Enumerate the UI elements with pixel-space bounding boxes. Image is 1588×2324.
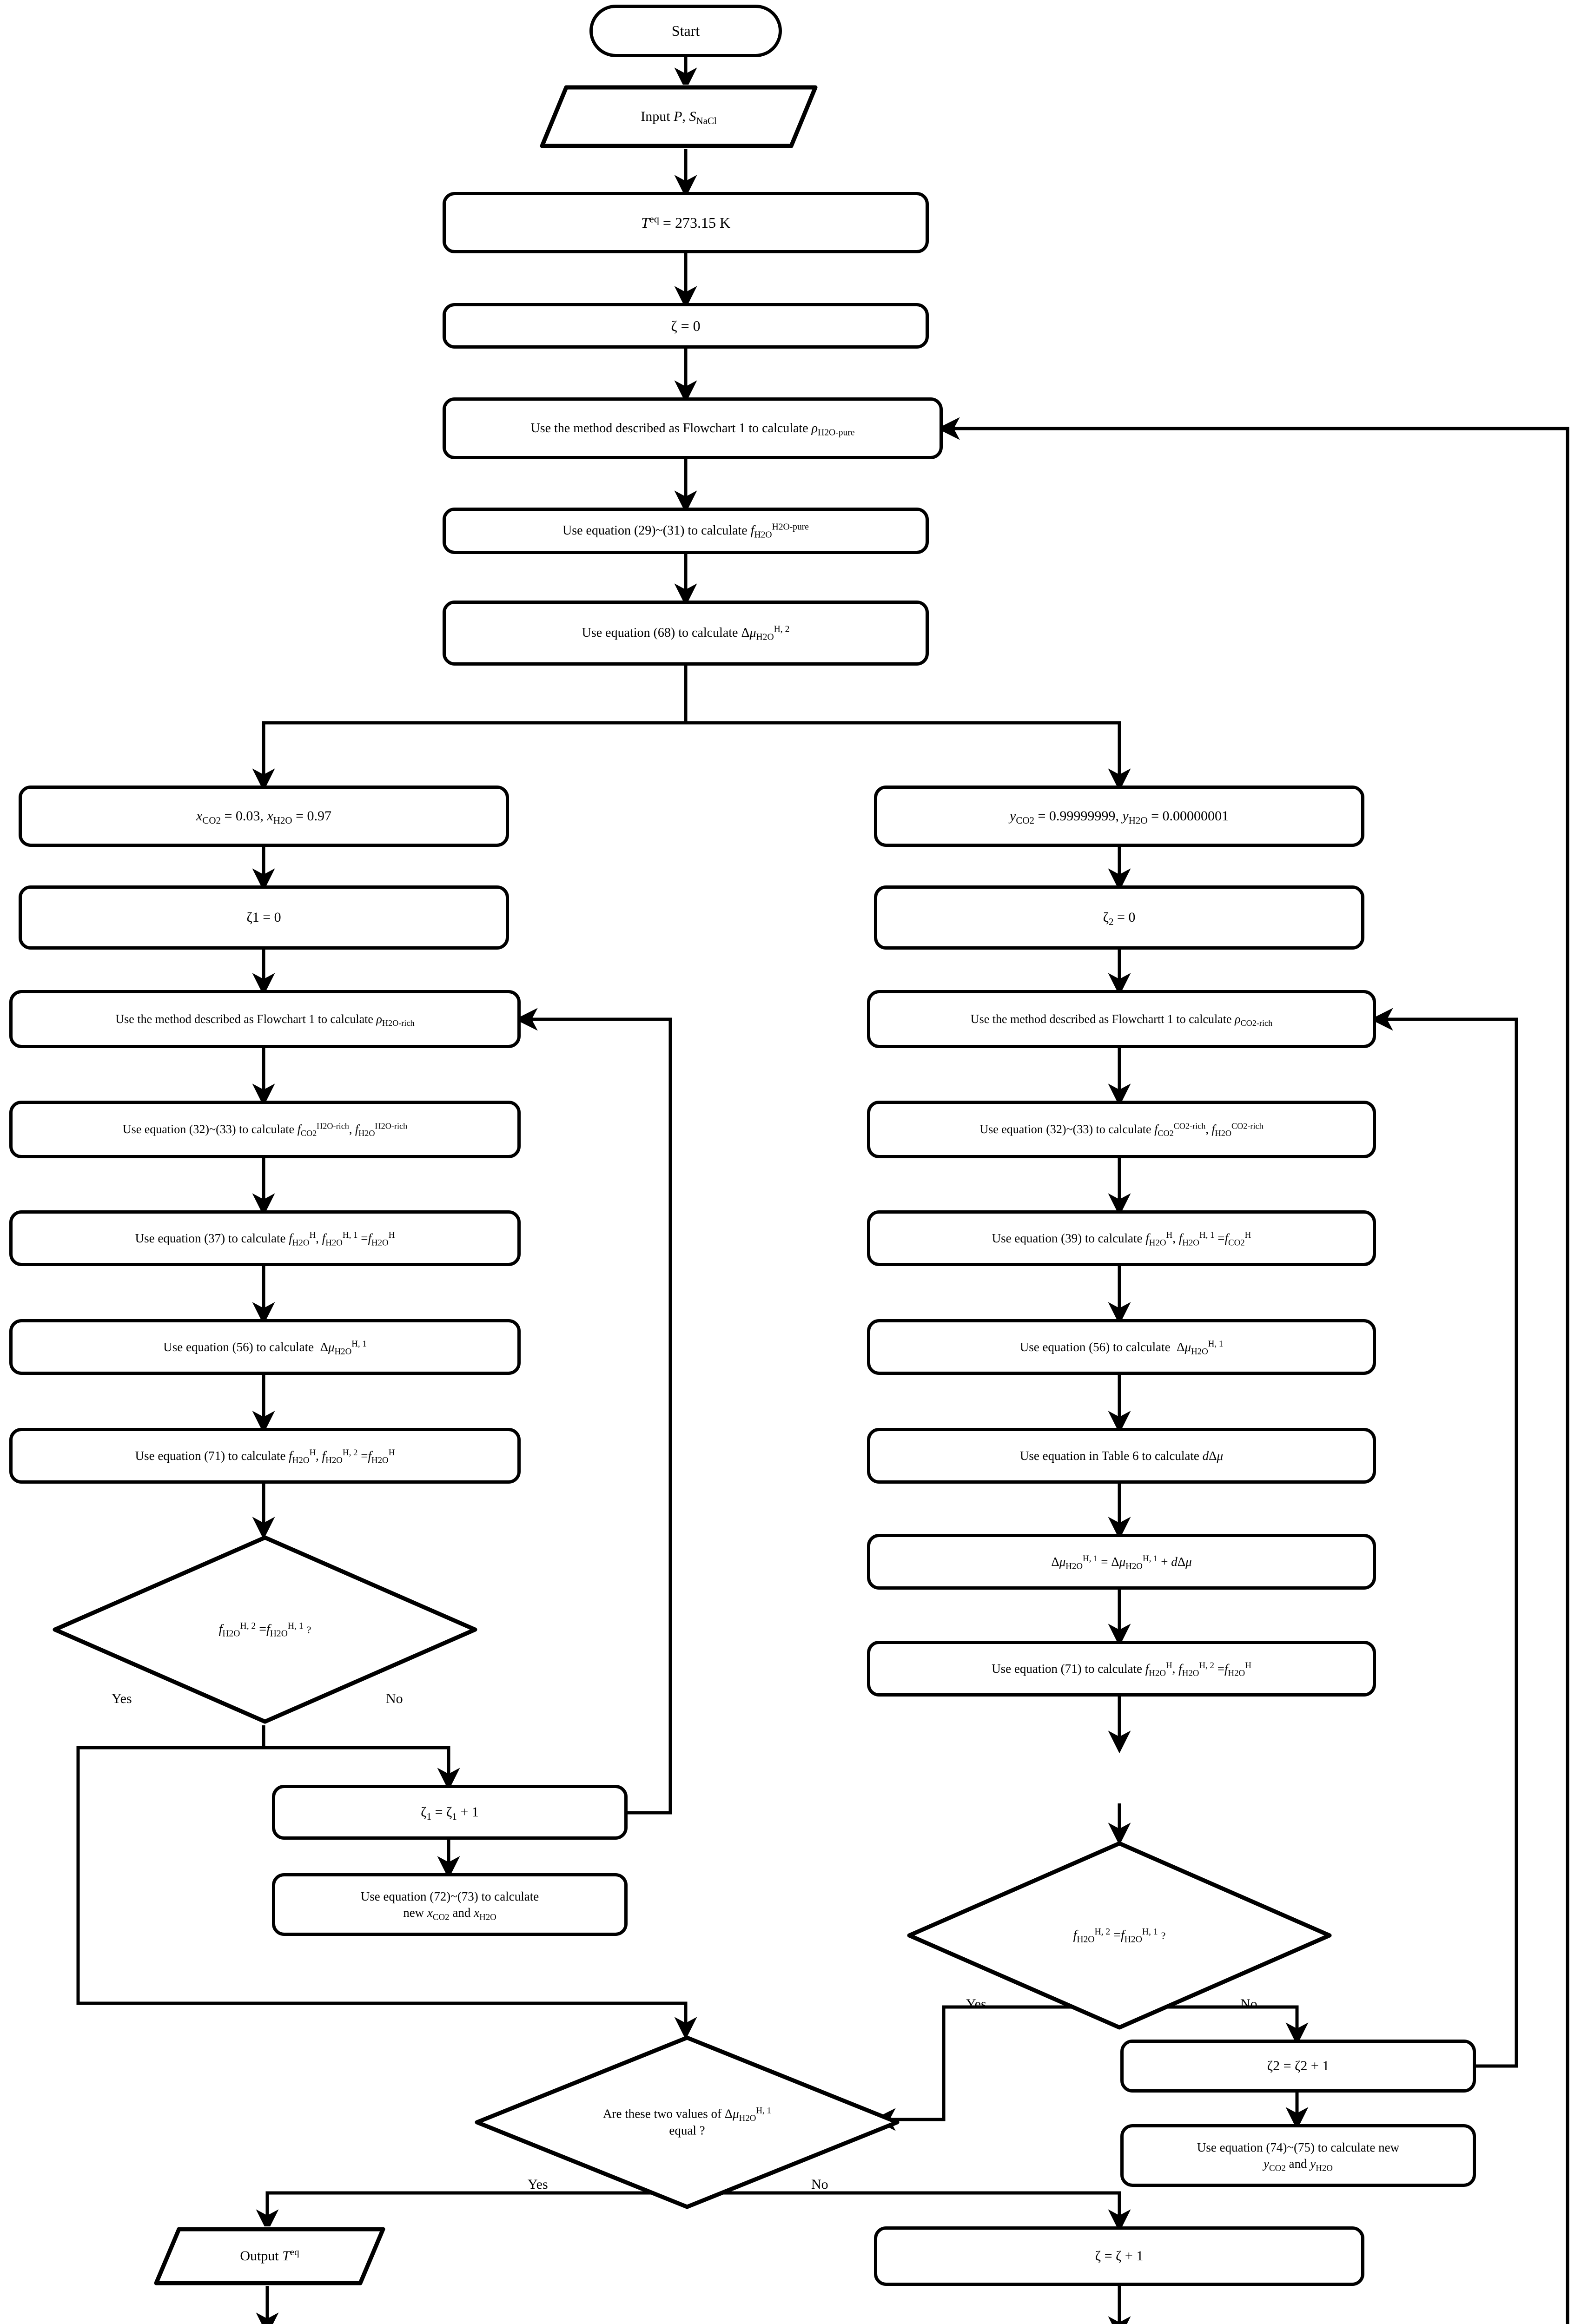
mid-decision-yes-label: Yes — [528, 2177, 548, 2192]
mid-decision-no-label: No — [811, 2177, 828, 2192]
node-right-dmu-add[interactable]: ΔμH2OH, 1 = ΔμH2OH, 1 + dΔμ — [867, 1534, 1376, 1590]
node-right-decision-label: fH2OH, 2 =fH2OH, 1 ? — [1073, 1927, 1166, 1945]
node-right-decision[interactable]: fH2OH, 2 =fH2OH, 1 ? — [906, 1840, 1333, 2031]
node-right-eq71-label: Use equation (71) to calculate fH2OH, fH… — [992, 1660, 1251, 1678]
node-start[interactable]: Start — [589, 5, 782, 57]
node-right-y-init-label: yCO2 = 0.99999999, yH2O = 0.00000001 — [1009, 808, 1229, 826]
parallelogram-shape — [540, 85, 818, 148]
node-left-f37-label: Use equation (37) to calculate fH2OH, fH… — [135, 1230, 395, 1248]
left-decision-no-label: No — [386, 1691, 403, 1706]
node-rho-pure-label: Use the method described as Flowchart 1 … — [530, 421, 855, 438]
right-decision-no-label: No — [1240, 1996, 1257, 2012]
node-dmu-h2[interactable]: Use equation (68) to calculate ΔμH2OH, 2 — [443, 601, 929, 666]
node-t-init-label: Teq = 273.15 K — [641, 212, 731, 231]
node-f-pure[interactable]: Use equation (29)~(31) to calculate fH2O… — [443, 508, 929, 554]
node-left-zeta1-inc[interactable]: ζ1 = ζ1 + 1 — [272, 1785, 628, 1840]
node-t-init[interactable]: Teq = 273.15 K — [443, 192, 929, 253]
diamond-shape — [907, 1841, 1332, 2030]
node-left-f32[interactable]: Use equation (32)~(33) to calculate fCO2… — [9, 1101, 521, 1158]
node-left-x-init[interactable]: xCO2 = 0.03, xH2O = 0.97 — [19, 786, 509, 847]
node-left-eq56[interactable]: Use equation (56) to calculate ΔμH2OH, 1 — [9, 1319, 521, 1375]
node-right-rho-label: Use the method described as Flowchartt 1… — [970, 1012, 1273, 1028]
node-input[interactable]: Input P, SNaCl — [539, 85, 818, 149]
node-zeta-inc[interactable]: ζ = ζ + 1 — [874, 2226, 1364, 2286]
node-input-label: Input P, SNaCl — [641, 108, 717, 126]
node-right-eq71[interactable]: Use equation (71) to calculate fH2OH, fH… — [867, 1641, 1376, 1697]
node-right-zeta2[interactable]: ζ2 = 0 — [874, 885, 1364, 950]
node-left-eq71[interactable]: Use equation (71) to calculate fH2OH, fH… — [9, 1428, 521, 1484]
node-zeta-init[interactable]: ζ = 0 — [443, 303, 929, 349]
diamond-shape — [475, 2035, 900, 2209]
node-right-dmu-add-label: ΔμH2OH, 1 = ΔμH2OH, 1 + dΔμ — [1051, 1553, 1192, 1571]
node-left-decision-label: fH2OH, 2 =fH2OH, 1 ? — [218, 1621, 311, 1639]
node-start-label: Start — [671, 22, 700, 40]
node-left-eq71-label: Use equation (71) to calculate fH2OH, fH… — [135, 1447, 395, 1466]
node-left-eq56-label: Use equation (56) to calculate ΔμH2OH, 1 — [163, 1339, 367, 1357]
node-right-f39[interactable]: Use equation (39) to calculate fH2OH, fH… — [867, 1210, 1376, 1266]
node-right-eq56[interactable]: Use equation (56) to calculate ΔμH2OH, 1 — [867, 1319, 1376, 1375]
node-right-f39-label: Use equation (39) to calculate fH2OH, fH… — [992, 1230, 1251, 1248]
node-dmu-h2-label: Use equation (68) to calculate ΔμH2OH, 2 — [582, 624, 790, 642]
left-decision-yes-label: Yes — [112, 1691, 132, 1706]
node-right-eq56-label: Use equation (56) to calculate ΔμH2OH, 1 — [1019, 1339, 1224, 1357]
node-left-zeta1-label: ζ1 = 0 — [246, 909, 281, 925]
node-output-label: Output Teq — [240, 2246, 299, 2264]
node-zeta-init-label: ζ = 0 — [671, 317, 701, 334]
node-right-zeta2-inc-label: ζ2 = ζ2 + 1 — [1267, 2058, 1330, 2073]
node-left-f37[interactable]: Use equation (37) to calculate fH2OH, fH… — [9, 1210, 521, 1266]
node-right-zeta2-label: ζ2 = 0 — [1103, 909, 1136, 927]
node-zeta-inc-label: ζ = ζ + 1 — [1095, 2248, 1144, 2264]
node-left-f32-label: Use equation (32)~(33) to calculate fCO2… — [122, 1121, 408, 1138]
diamond-shape — [53, 1535, 477, 1724]
node-right-f32-label: Use equation (32)~(33) to calculate fCO2… — [979, 1121, 1264, 1138]
node-left-zeta1[interactable]: ζ1 = 0 — [19, 885, 509, 950]
node-left-rho-label: Use the method described as Flowchart 1 … — [115, 1012, 415, 1028]
node-left-rho[interactable]: Use the method described as Flowchart 1 … — [9, 990, 521, 1048]
node-left-x-init-label: xCO2 = 0.03, xH2O = 0.97 — [196, 808, 332, 826]
node-left-decision[interactable]: fH2OH, 2 =fH2OH, 1 ? — [51, 1534, 479, 1725]
right-decision-yes-label: Yes — [966, 1996, 986, 2012]
node-output[interactable]: Output Teq — [153, 2226, 386, 2286]
node-right-table6[interactable]: Use equation in Table 6 to calculate dΔμ — [867, 1428, 1376, 1484]
node-left-zeta1-inc-label: ζ1 = ζ1 + 1 — [421, 1804, 479, 1822]
node-rho-pure[interactable]: Use the method described as Flowchart 1 … — [443, 397, 943, 459]
node-right-table6-label: Use equation in Table 6 to calculate dΔμ — [1019, 1448, 1224, 1463]
node-right-zeta2-inc[interactable]: ζ2 = ζ2 + 1 — [1120, 2040, 1476, 2093]
node-right-y-init[interactable]: yCO2 = 0.99999999, yH2O = 0.00000001 — [874, 786, 1364, 847]
node-right-rho[interactable]: Use the method described as Flowchartt 1… — [867, 990, 1376, 1048]
node-right-f32[interactable]: Use equation (32)~(33) to calculate fCO2… — [867, 1101, 1376, 1158]
node-f-pure-label: Use equation (29)~(31) to calculate fH2O… — [562, 522, 809, 540]
parallelogram-shape — [154, 2227, 385, 2285]
